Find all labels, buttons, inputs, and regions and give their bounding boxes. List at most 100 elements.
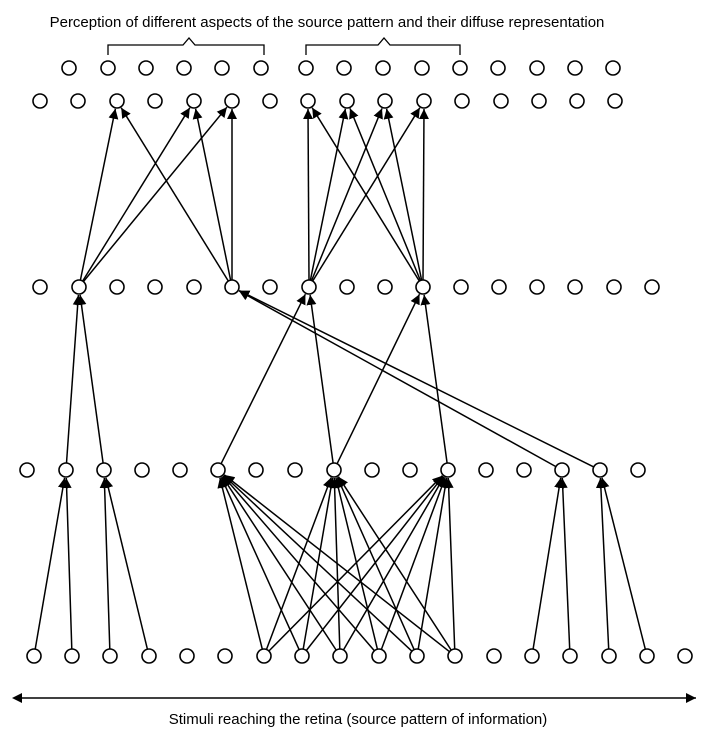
neuron-node [607,93,623,109]
neuron-node [601,648,617,664]
connection-arrow [532,477,565,650]
neuron-node [529,279,545,295]
neuron-node [147,279,163,295]
connection-arrow [310,108,383,281]
left-brace [107,37,265,55]
neuron-node [326,462,342,478]
neuron-node [562,648,578,664]
neuron-node [26,648,42,664]
connection-arrow [79,108,119,281]
neuron-node [486,648,502,664]
connection-arrow [557,477,571,650]
connection-arrow [221,476,337,651]
neuron-node [332,648,348,664]
neuron-node [298,60,314,76]
neuron-node [253,60,269,76]
connection-arrow [222,475,375,652]
connection-arrow [417,477,450,650]
neuron-node [262,93,278,109]
connection-arrow [192,108,232,281]
neuron-node [567,60,583,76]
connection-arrows [34,106,647,653]
neuron-node [61,60,77,76]
connection-arrow [311,107,420,282]
neuron-node [454,93,470,109]
neuron-node [409,648,425,664]
neuron-node [217,648,233,664]
neuron-node [491,279,507,295]
neuron-node [416,93,432,109]
connection-arrow [309,108,349,281]
connection-arrow [336,293,421,465]
connection-arrow [336,476,415,650]
neuron-node [336,60,352,76]
neuron-node [96,462,112,478]
neuron-node [567,279,583,295]
neuron-node [102,648,118,664]
neuron-node [300,93,316,109]
connection-arrow [238,290,557,468]
connection-arrow [333,477,379,650]
connection-arrow [34,477,68,650]
connection-arrow [595,477,610,650]
neuron-node [141,648,157,664]
connection-arrow [349,108,422,281]
neuron-node [176,60,192,76]
neuron-node [301,279,317,295]
neuron-node [339,93,355,109]
neuron-node [377,279,393,295]
connection-arrow [303,108,314,281]
neuron-node [134,462,150,478]
neuron-node [256,648,272,664]
neuron-node [377,93,393,109]
connection-arrow [99,477,111,650]
neuron-node [554,462,570,478]
neuron-node [186,279,202,295]
neuron-node [172,462,188,478]
neuron-node [364,462,380,478]
neuron-node [339,279,355,295]
neuron-node [447,648,463,664]
neuron-node [214,60,230,76]
neuron-node [630,462,646,478]
neuron-node [452,60,468,76]
neuron-node [478,462,494,478]
connection-arrow [61,477,73,650]
neuron-node [58,462,74,478]
neuron-node [592,462,608,478]
connection-arrow [337,476,452,651]
connection-arrow [268,475,443,652]
neuron-node [262,279,278,295]
neuron-node [138,60,154,76]
neuron-node [100,60,116,76]
neuron-node [64,648,80,664]
neuron-node [109,93,125,109]
neuron-node [179,648,195,664]
neuron-node [224,279,240,295]
connection-arrow [383,108,423,281]
connection-arrow [217,477,264,650]
neuron-node [569,93,585,109]
connection-arrow [443,477,456,650]
connection-arrow [418,108,429,281]
neuron-node [531,93,547,109]
connection-arrow [380,477,447,650]
neuron-node [19,462,35,478]
neuron-node [224,93,240,109]
neuron-node [248,462,264,478]
neuron-node [402,462,418,478]
connection-arrow [76,294,104,464]
neuron-node [147,93,163,109]
neuron-node [453,279,469,295]
connection-arrow [103,477,149,650]
top-caption: Perception of different aspects of the s… [50,14,605,31]
neuron-node [32,279,48,295]
neuron-node [605,60,621,76]
connection-arrow [220,293,307,465]
connection-arrow [342,476,445,651]
neuron-node [677,648,693,664]
neuron-node [516,462,532,478]
neuron-node [287,462,303,478]
neuron-node [375,60,391,76]
neuron-node [529,60,545,76]
